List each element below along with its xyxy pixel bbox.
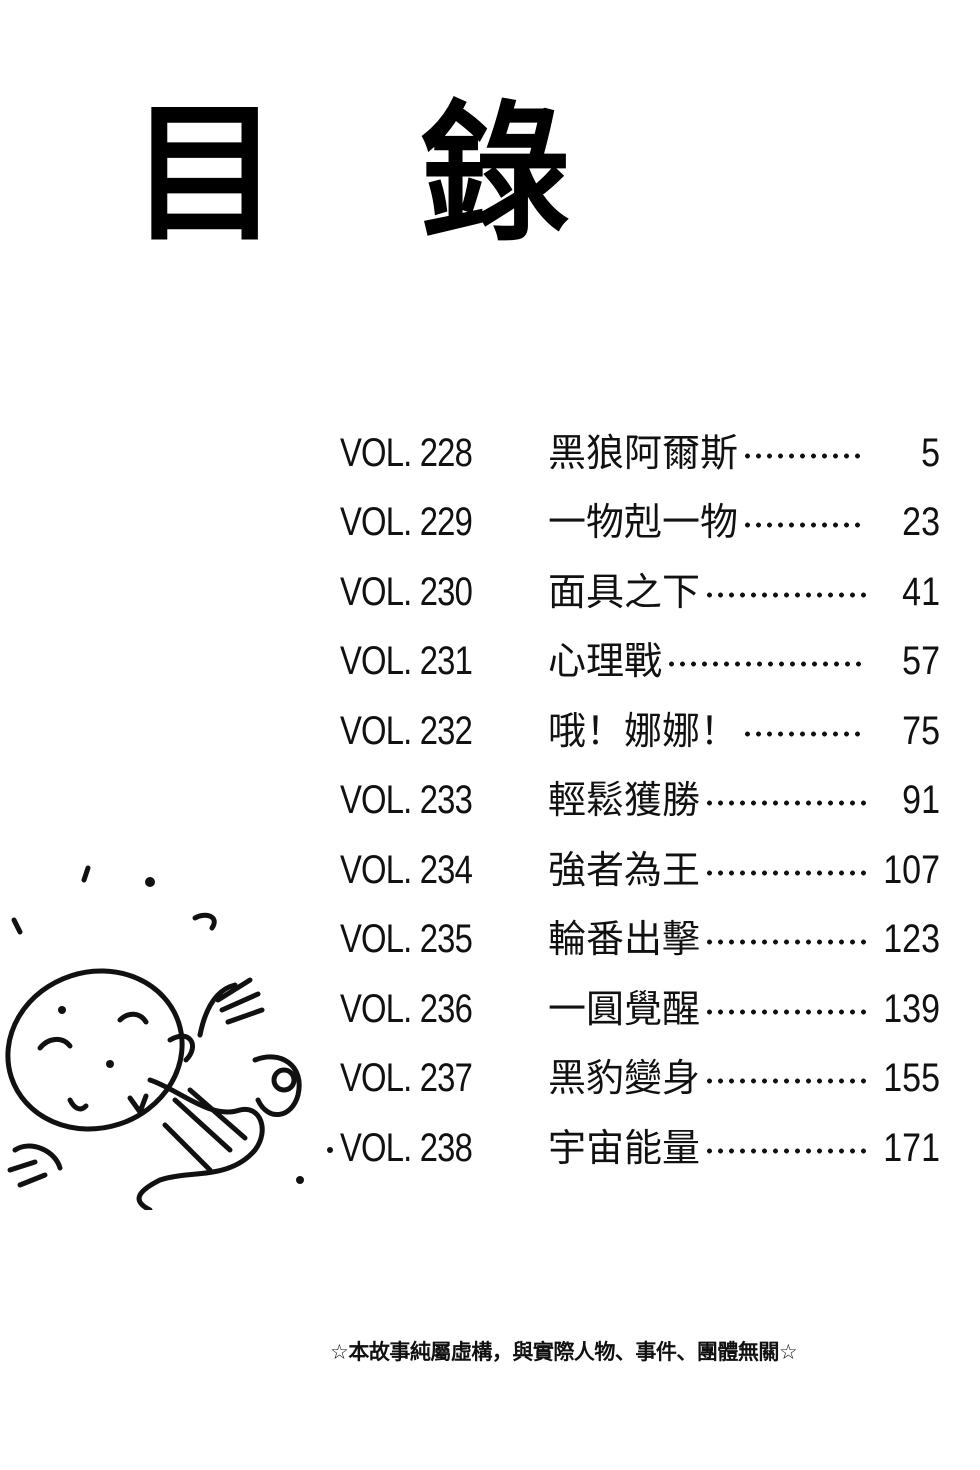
toc-chapter-title: 哦！娜娜！ (548, 708, 739, 753)
toc-chapter-title: 一物剋一物 (548, 500, 739, 545)
toc-page-number: 123 (883, 917, 940, 962)
toc-row[interactable]: VOL. 235 輪番出擊 123 (340, 905, 940, 975)
toc-volume: VOL. 232 (340, 708, 473, 753)
toc-chapter-title: 輪番出擊 (548, 917, 701, 962)
toc-page-number: 107 (883, 847, 940, 892)
dot-leader (742, 452, 866, 459)
disclaimer-text: ☆本故事純屬虛構，與實際人物、事件、團體無關☆ (330, 1340, 798, 1364)
toc-chapter-title: 輕鬆獲勝 (548, 778, 701, 823)
toc-page-number: 5 (921, 430, 940, 475)
toc-volume: VOL. 238 (340, 1125, 473, 1170)
dot-leader (742, 522, 866, 529)
dot-leader (704, 1008, 866, 1015)
dot-leader (704, 1147, 866, 1154)
dot-leader (704, 939, 866, 946)
toc-volume: VOL. 231 (340, 639, 473, 684)
toc-volume: VOL. 233 (340, 778, 473, 823)
toc-volume: VOL. 234 (340, 847, 473, 892)
toc-row[interactable]: VOL. 234 強者為王 107 (340, 835, 940, 905)
toc-page-number: 155 (883, 1056, 940, 1101)
table-of-contents: VOL. 228 黑狼阿爾斯 5 VOL. 229 一物剋一物 23 VOL. … (340, 418, 940, 1183)
dot-leader (742, 730, 866, 737)
toc-volume: VOL. 237 (340, 1056, 473, 1101)
title-char-2: 錄 (419, 88, 570, 262)
toc-volume: VOL. 235 (340, 917, 473, 962)
toc-row[interactable]: VOL. 229 一物剋一物 23 (340, 488, 940, 558)
dot-leader (704, 800, 866, 807)
toc-page-number: 139 (883, 986, 940, 1031)
toc-chapter-title: 黑豹變身 (548, 1056, 701, 1101)
toc-row[interactable]: VOL. 238 宇宙能量 171 (340, 1113, 940, 1183)
toc-row[interactable]: VOL. 228 黑狼阿爾斯 5 (340, 418, 940, 488)
toc-row[interactable]: VOL. 233 輕鬆獲勝 91 (340, 766, 940, 836)
toc-row[interactable]: VOL. 231 心理戰 57 (340, 627, 940, 697)
toc-chapter-title: 宇宙能量 (548, 1125, 701, 1170)
toc-chapter-title: 強者為王 (548, 847, 701, 892)
toc-chapter-title: 面具之下 (548, 569, 701, 614)
toc-chapter-title: 一圓覺醒 (548, 986, 701, 1031)
toc-page-number: 75 (902, 708, 940, 753)
toc-chapter-title: 心理戰 (548, 639, 663, 684)
toc-volume: VOL. 228 (340, 430, 473, 475)
dot-leader (704, 869, 866, 876)
cartoon-character-illustration (5, 865, 333, 1210)
dot-leader (666, 661, 866, 668)
toc-chapter-title: 黑狼阿爾斯 (548, 430, 739, 475)
toc-row[interactable]: VOL. 236 一圓覺醒 139 (340, 974, 940, 1044)
title-char-1: 目 (130, 88, 281, 262)
dot-leader (704, 1078, 866, 1085)
toc-page-number: 171 (883, 1125, 940, 1170)
toc-page-number: 91 (902, 778, 940, 823)
dot-leader (704, 591, 866, 598)
toc-page-number: 23 (902, 500, 940, 545)
toc-row[interactable]: VOL. 232 哦！娜娜！ 75 (340, 696, 940, 766)
toc-volume: VOL. 230 (340, 569, 473, 614)
toc-row[interactable]: VOL. 230 面具之下 41 (340, 557, 940, 627)
page-title: 目 錄 (130, 95, 570, 255)
toc-volume: VOL. 236 (340, 986, 473, 1031)
toc-row[interactable]: VOL. 237 黑豹變身 155 (340, 1044, 940, 1114)
toc-page-number: 57 (902, 639, 940, 684)
toc-page-number: 41 (902, 569, 940, 614)
toc-volume: VOL. 229 (340, 500, 473, 545)
